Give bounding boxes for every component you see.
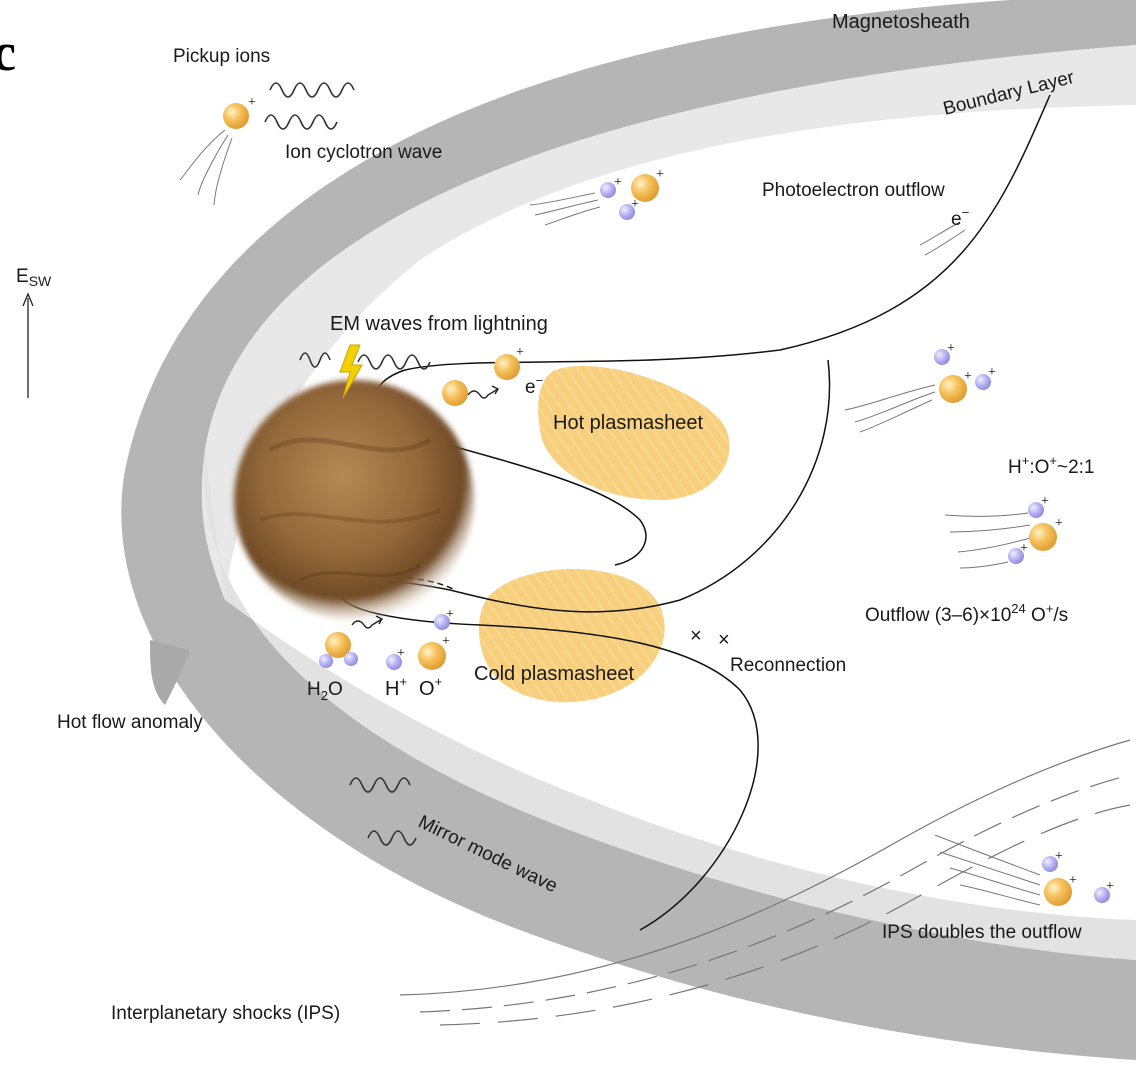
charge-plus: +	[1055, 516, 1063, 531]
light-ion	[1028, 502, 1044, 518]
pickup-ions-label: Pickup ions	[173, 46, 270, 67]
heavy-ion	[631, 174, 659, 202]
charge-plus: +	[964, 369, 972, 384]
h-plus-label: H+	[385, 674, 407, 700]
charge-plus: +	[397, 646, 405, 661]
hot-plasmasheet-region	[538, 366, 730, 500]
photoelectron-e-label: e−	[951, 205, 969, 230]
light-ion	[934, 349, 950, 365]
ion-charge-signs: + + + + + + + + + + + + + + + + +	[248, 95, 1114, 894]
heavy-ion	[1029, 523, 1057, 551]
outflow-rate-label: Outflow (3–6)×1024 O+/s	[865, 601, 1068, 626]
charge-plus: +	[1069, 873, 1077, 888]
esw-label: ESW	[16, 266, 52, 289]
charge-plus: +	[988, 365, 996, 380]
heavy-ion	[939, 375, 967, 403]
photoelectron-outflow-label: Photoelectron outflow	[762, 180, 945, 201]
venus-planet	[234, 380, 474, 620]
wave-squiggles	[264, 82, 431, 846]
heavy-ion	[325, 632, 351, 658]
ion-particles	[223, 103, 1110, 906]
ion-e-label: e−	[525, 373, 543, 398]
charge-plus: +	[947, 341, 955, 356]
charge-plus: +	[614, 175, 622, 190]
reconnection-label: Reconnection	[730, 655, 846, 676]
ion-cyclotron-wave-label: Ion cyclotron wave	[285, 142, 442, 163]
charge-plus: +	[446, 607, 454, 622]
reconnection-x-mark: ×	[690, 625, 702, 647]
cold-plasmasheet-label: Cold plasmasheet	[474, 663, 635, 685]
ips-streaks	[399, 739, 1131, 1026]
magnetosheath-band	[121, 0, 1136, 1060]
light-ion	[386, 654, 402, 670]
charge-plus: +	[516, 345, 524, 360]
h2o-label: H2O	[307, 679, 343, 703]
interplanetary-shocks-label: Interplanetary shocks (IPS)	[111, 1003, 340, 1024]
heavy-ion	[494, 354, 520, 380]
ratio-label: H+:O+~2:1	[1008, 453, 1095, 478]
photon-arrow-icon	[351, 385, 499, 629]
panel-letter: c	[0, 22, 16, 82]
light-ion	[1008, 548, 1024, 564]
em-waves-label: EM waves from lightning	[330, 313, 548, 335]
charge-plus: +	[442, 634, 450, 649]
motion-streaks	[179, 129, 1041, 906]
heavy-ion	[223, 103, 249, 129]
esw-arrow	[22, 292, 34, 398]
light-ion	[319, 654, 333, 668]
charge-plus: +	[631, 197, 639, 212]
charge-plus: +	[1020, 541, 1028, 556]
light-ion	[344, 652, 358, 666]
light-ion	[600, 182, 616, 198]
charge-plus: +	[656, 167, 664, 182]
charge-plus: +	[1106, 879, 1114, 894]
o-plus-label: O+	[419, 674, 442, 700]
hot-flow-anomaly-label: Hot flow anomaly	[57, 712, 203, 733]
light-ion	[434, 614, 450, 630]
charge-plus: +	[1041, 494, 1049, 509]
ips-doubles-label: IPS doubles the outflow	[882, 922, 1082, 943]
magnetosheath-label: Magnetosheath	[832, 11, 970, 33]
heavy-ion	[442, 380, 468, 406]
heavy-ion	[1044, 878, 1072, 906]
charge-plus: +	[248, 95, 256, 110]
lightning-icon	[339, 344, 363, 399]
light-ion	[1094, 887, 1110, 903]
light-ion	[619, 204, 635, 220]
cold-plasmasheet-region	[478, 568, 665, 703]
charge-plus: +	[1055, 849, 1063, 864]
light-ion	[975, 374, 991, 390]
hot-plasmasheet-label: Hot plasmasheet	[553, 412, 704, 434]
heavy-ion	[418, 642, 446, 670]
light-ion	[1042, 856, 1058, 872]
reconnection-x-mark: ×	[718, 629, 730, 651]
